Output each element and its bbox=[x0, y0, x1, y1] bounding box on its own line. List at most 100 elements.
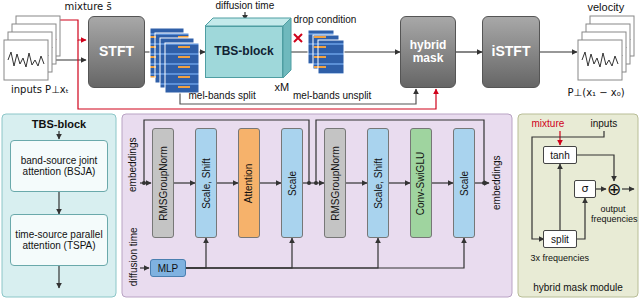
text-label: velocity bbox=[588, 1, 625, 14]
connector bbox=[217, 182, 238, 183]
operation-box: σ bbox=[574, 180, 596, 198]
node-text: time-source parallel attention (TSPA) bbox=[11, 229, 107, 251]
rect-shape bbox=[4, 40, 48, 80]
process-box: STFT bbox=[88, 16, 145, 88]
node-text: Scale bbox=[459, 170, 470, 195]
node-text: STFT bbox=[99, 44, 134, 59]
block-panel bbox=[122, 114, 512, 297]
connector bbox=[346, 182, 367, 183]
attention-box: Attention bbox=[238, 128, 260, 238]
norm-box: RMSGroupNorm bbox=[324, 128, 346, 238]
junction-dot bbox=[307, 181, 311, 185]
text-label: diffusion time bbox=[127, 227, 139, 286]
mel-band-wire bbox=[180, 89, 416, 104]
text-label: mel-bands unsplit bbox=[293, 90, 371, 102]
velocity-waveforms bbox=[578, 16, 634, 80]
connector bbox=[456, 51, 482, 52]
text-label: inputs bbox=[591, 118, 618, 130]
node-text: Scale, Shift bbox=[373, 158, 384, 209]
operation-box: split bbox=[543, 230, 577, 248]
node-text: RMSGroupNorm bbox=[330, 146, 341, 220]
text-label: P⊥(x₁ − x₀) bbox=[568, 87, 625, 99]
flow-arrow bbox=[58, 131, 59, 139]
drop-cross bbox=[294, 34, 302, 42]
block-cuboid: TBS-block bbox=[205, 26, 283, 78]
text-label: mixture bbox=[532, 118, 565, 130]
node-text: tanh bbox=[544, 150, 576, 161]
connector bbox=[186, 238, 292, 268]
connector bbox=[174, 182, 195, 183]
modulation-box: Scale bbox=[281, 128, 303, 238]
node-text: hybrid mask module bbox=[518, 282, 638, 293]
node-text: split bbox=[544, 234, 576, 245]
text-label: diffusion time bbox=[216, 0, 275, 12]
ffn-box: Conv-SwiGLU bbox=[410, 128, 432, 238]
modulation-box: Scale, Shift bbox=[195, 128, 217, 238]
sum-symbol: ⊕ bbox=[606, 181, 622, 197]
text-label: embeddings bbox=[491, 156, 503, 210]
node-text: iSTFT bbox=[492, 44, 531, 59]
rect-shape bbox=[318, 40, 344, 74]
rect-shape bbox=[578, 40, 622, 80]
modulation-box: Scale, Shift bbox=[367, 128, 389, 238]
flow-arrow bbox=[58, 266, 59, 288]
text-label: mel-bands split bbox=[189, 90, 256, 102]
node-text: band-source joint attention (BSJA) bbox=[11, 155, 107, 177]
text-label: mixture s̄ bbox=[65, 1, 112, 13]
connector bbox=[186, 238, 206, 268]
mask-panel bbox=[518, 114, 638, 297]
cuboid-side bbox=[283, 18, 291, 78]
tbs-panel bbox=[2, 114, 116, 297]
node-text: hybrid mask bbox=[401, 39, 455, 65]
attention-box: time-source parallel attention (TSPA) bbox=[10, 214, 108, 266]
node-text: TBS-block bbox=[2, 118, 116, 130]
node-text: Scale bbox=[287, 170, 298, 195]
rect-shape bbox=[165, 43, 199, 93]
mlp-box: MLP bbox=[150, 259, 186, 277]
detail-panel: TBS-block band-source joint attention (BS… bbox=[2, 114, 116, 297]
text-label: embeddings bbox=[127, 138, 139, 192]
connector bbox=[186, 238, 464, 268]
spectrogram-stack bbox=[308, 30, 344, 74]
modulation-box: Scale bbox=[453, 128, 475, 238]
connector bbox=[577, 198, 585, 239]
connector bbox=[186, 238, 378, 268]
node-text: Scale, Shift bbox=[201, 158, 212, 209]
path-shape bbox=[8, 52, 44, 67]
connector bbox=[596, 188, 606, 189]
output-arrow bbox=[540, 51, 577, 52]
node-text: σ bbox=[575, 183, 595, 195]
node-text: MLP bbox=[158, 263, 179, 274]
spectrogram-stack bbox=[150, 28, 199, 93]
text-label: drop condition bbox=[294, 14, 357, 26]
connector bbox=[577, 155, 614, 181]
output-arrow bbox=[622, 188, 634, 189]
connector bbox=[389, 182, 410, 183]
connector bbox=[559, 164, 560, 230]
text-label: output frequencies bbox=[591, 204, 635, 225]
mixture-wire bbox=[60, 20, 86, 40]
cuboid-top bbox=[205, 18, 291, 26]
path-shape bbox=[582, 52, 618, 67]
input-waveforms bbox=[4, 16, 60, 80]
node-text: TBS-block bbox=[214, 45, 273, 58]
embedding-arrow bbox=[475, 182, 489, 183]
node-text: Attention bbox=[244, 163, 255, 202]
node-text: Conv-SwiGLU bbox=[416, 151, 427, 214]
norm-box: RMSGroupNorm bbox=[152, 128, 174, 238]
connector bbox=[260, 182, 281, 183]
text-label: 3x frequencies bbox=[531, 253, 590, 263]
junction-dot bbox=[314, 181, 318, 185]
process-box: hybrid mask bbox=[400, 16, 456, 88]
time-arrow bbox=[140, 267, 149, 268]
operation-box: tanh bbox=[543, 146, 577, 164]
node-text: ⊕ bbox=[606, 180, 622, 199]
connector bbox=[432, 182, 453, 183]
connector bbox=[58, 192, 59, 214]
junction-dot bbox=[142, 181, 146, 185]
text-label: xM bbox=[275, 81, 290, 94]
node-text: RMSGroupNorm bbox=[158, 146, 169, 220]
connector bbox=[303, 182, 324, 183]
text-label: inputs P⊥xₜ bbox=[11, 84, 69, 96]
attention-box: band-source joint attention (BSJA) bbox=[10, 140, 108, 192]
